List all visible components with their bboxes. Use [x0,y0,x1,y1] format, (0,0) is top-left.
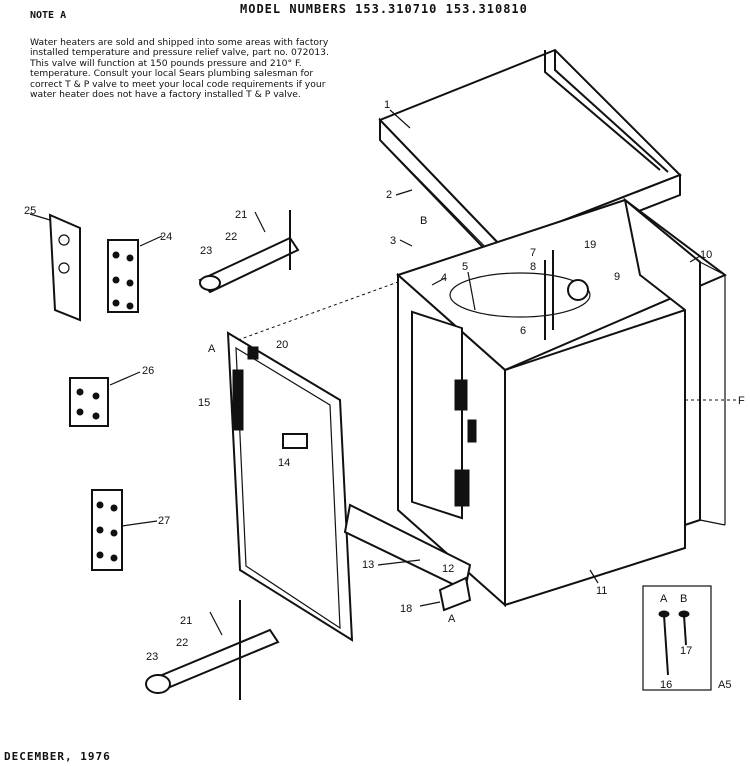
callout-20: 20 [276,339,288,351]
callout-B-top: B [420,215,427,227]
screws-inset [642,585,712,691]
footer-date: DECEMBER, 1976 [4,750,111,763]
part-25-bracket [48,213,81,322]
callout-labels: 1 2 3 4 5 6 7 8 9 10 11 12 13 14 15 16 1… [24,99,745,691]
callout-13: 13 [362,559,374,571]
callout-27: 27 [158,515,170,527]
callout-5: 5 [462,261,468,273]
callout-7: 7 [530,247,536,259]
callout-14: 14 [278,457,290,469]
callout-F: F [738,395,745,407]
callout-21b: 21 [180,615,192,627]
callout-15: 15 [198,397,210,409]
callout-A5: A5 [718,679,731,691]
model-numbers-header: MODEL NUMBERS 153.310710 153.310810 [240,2,528,16]
callout-19: 19 [584,239,596,251]
callout-A-left: A [208,343,216,355]
callout-22a: 22 [225,231,237,243]
callout-25: 25 [24,205,36,217]
callout-23a: 23 [200,245,212,257]
part-27-thermostat [91,489,123,571]
callout-4: 4 [441,272,447,284]
callout-9: 9 [614,271,620,283]
callout-A-side: A [448,613,456,625]
callout-21a: 21 [235,209,247,221]
callout-12: 12 [442,563,454,575]
part-24-switch [107,239,139,313]
note-body: Water heaters are sold and shipped into … [30,37,329,101]
callout-2: 2 [386,189,392,201]
callout-11: 11 [596,585,607,597]
leader-lines [29,109,738,607]
callout-A-screw: A [660,593,668,605]
callout-6: 6 [520,325,526,337]
callout-26: 26 [142,365,154,377]
callout-1: 1 [384,99,390,111]
callout-8: 8 [530,261,536,273]
callout-18: 18 [400,603,412,615]
callout-B-screw: B [680,593,687,605]
callout-3: 3 [390,235,396,247]
callout-22b: 22 [176,637,188,649]
callout-16: 16 [660,679,672,691]
cabinet-body [396,197,727,608]
callout-10: 10 [700,249,712,261]
lower-element-assembly [145,600,280,700]
upper-element-assembly [198,210,300,294]
part-12-clip [438,576,472,612]
callout-24: 24 [160,231,172,243]
callout-17: 17 [680,645,692,657]
callout-23b: 23 [146,651,158,663]
part-26-thermostat [69,377,109,427]
front-access-panel [226,331,354,642]
note-title: NOTE A [30,10,67,21]
